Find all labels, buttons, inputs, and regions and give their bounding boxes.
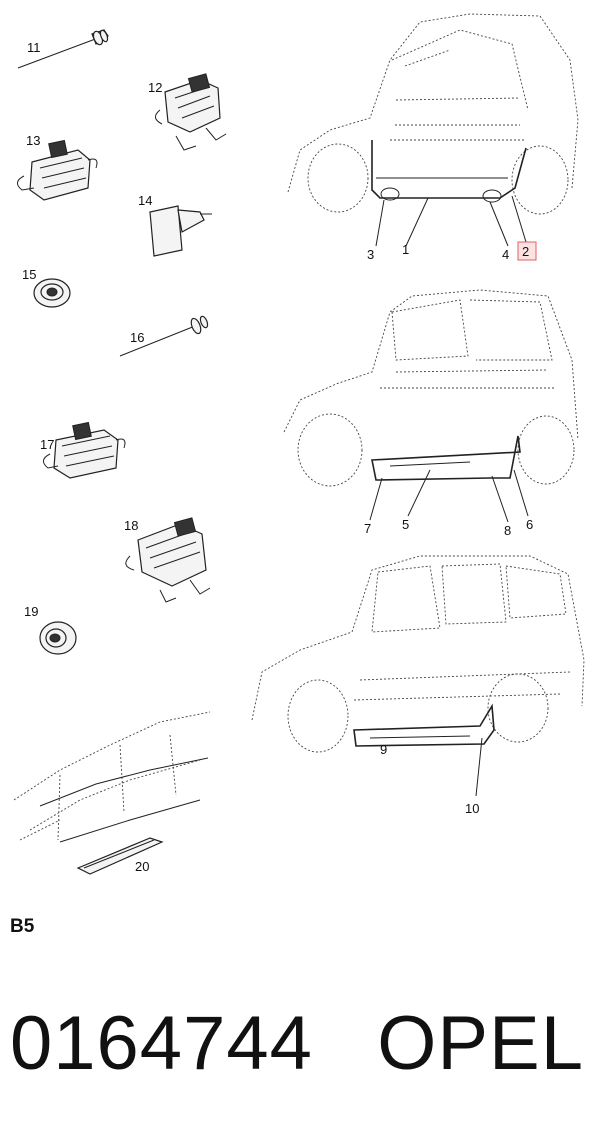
callout-8: 8 [504, 523, 511, 538]
callout-14: 14 [138, 193, 152, 208]
clip-13 [17, 139, 98, 201]
car-illustration-3 [251, 555, 585, 753]
callout-18: 18 [124, 518, 138, 533]
car-illustration-2 [283, 289, 579, 487]
callout-11: 11 [27, 40, 41, 55]
callout-13: 13 [26, 133, 40, 148]
fastener-pin-11 [17, 29, 109, 69]
callout-10: 10 [465, 801, 479, 816]
parts-diagram: 11 12 13 14 15 16 17 [13, 13, 585, 875]
callout-15: 15 [22, 267, 36, 282]
plug-14 [149, 205, 212, 257]
cap-19 [39, 621, 77, 655]
callout-5: 5 [402, 517, 409, 532]
fastener-pin-16 [119, 315, 209, 357]
callout-12: 12 [148, 80, 162, 95]
callout-3: 3 [367, 247, 374, 262]
callout-6: 6 [526, 517, 533, 532]
callout-19: 19 [24, 604, 38, 619]
callout-1: 1 [402, 242, 409, 257]
clip-12 [155, 73, 227, 151]
callout-17: 17 [40, 437, 54, 452]
brand-name: OPEL [377, 1001, 584, 1086]
part-number: 0164744 [10, 1001, 313, 1086]
callout-16: 16 [130, 330, 144, 345]
clip-17 [43, 421, 126, 479]
callout-4: 4 [502, 247, 509, 262]
door-sill-sketch-20 [13, 711, 211, 875]
section-code: B5 [10, 916, 35, 937]
callout-20: 20 [135, 859, 149, 874]
callout-9: 9 [380, 742, 387, 757]
clip-18 [125, 517, 211, 603]
car-illustration-1 [287, 13, 579, 215]
callout-7: 7 [364, 521, 371, 536]
footer: 0164744 OPEL [10, 1000, 590, 1100]
callout-2: 2 [522, 244, 529, 259]
callout-2-highlight [517, 241, 537, 261]
cap-15 [33, 278, 71, 308]
